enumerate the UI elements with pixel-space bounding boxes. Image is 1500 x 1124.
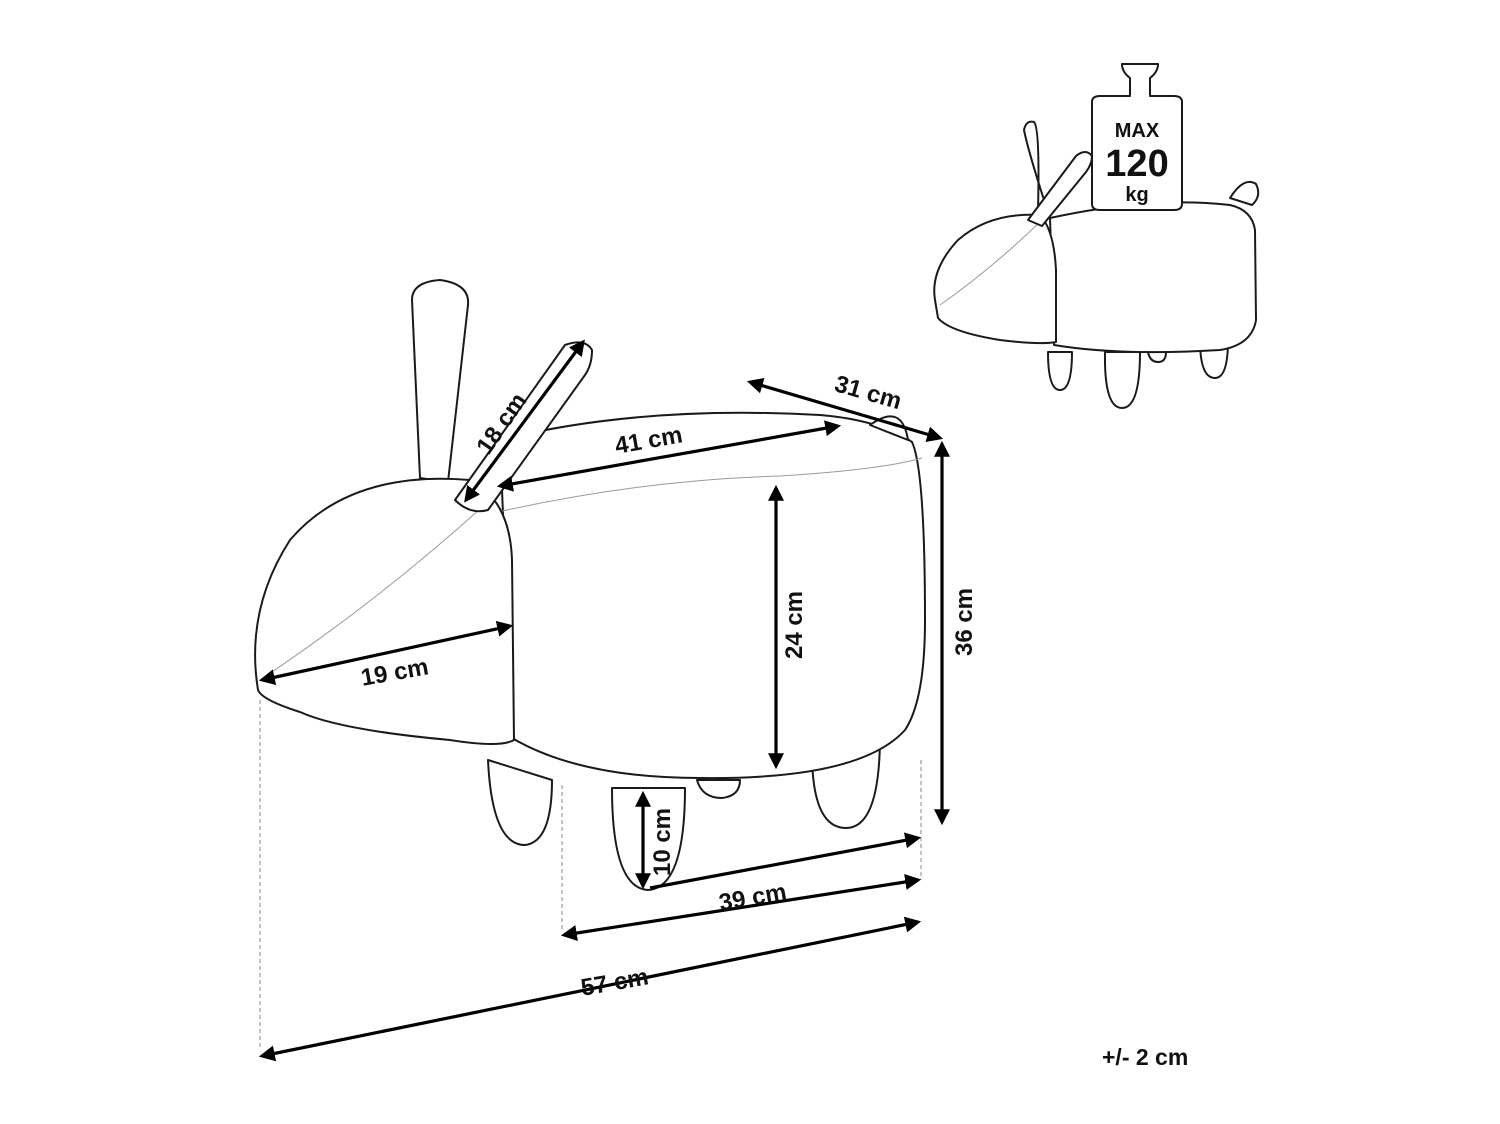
weight-max-label: MAX <box>1115 120 1160 142</box>
weight-value-label: 120 <box>1105 143 1168 185</box>
dimension-arrows <box>258 339 950 1062</box>
rabbit-pouf-drawing <box>254 279 926 891</box>
leg-height-label: 10 cm <box>649 808 676 876</box>
leg-span-label: 39 cm <box>717 878 789 916</box>
total-length-label: 57 cm <box>579 963 651 1001</box>
leg-back-right <box>696 779 741 799</box>
head-width-arrow <box>258 620 514 686</box>
leg-back-left <box>487 759 553 846</box>
tolerance-note: +/- 2 cm <box>1102 1044 1189 1070</box>
head <box>254 477 515 745</box>
total-height-label: 36 cm <box>951 588 978 656</box>
rabbit-thumbnail: MAX 120 kg <box>933 63 1260 409</box>
weight-unit-label: kg <box>1125 184 1148 206</box>
body <box>499 411 926 780</box>
body-height-label: 24 cm <box>781 591 808 659</box>
total-length-arrow <box>258 916 922 1062</box>
back-ear <box>411 279 470 483</box>
depth-arrow <box>746 377 944 443</box>
weight-icon: MAX 120 kg <box>1091 63 1183 211</box>
